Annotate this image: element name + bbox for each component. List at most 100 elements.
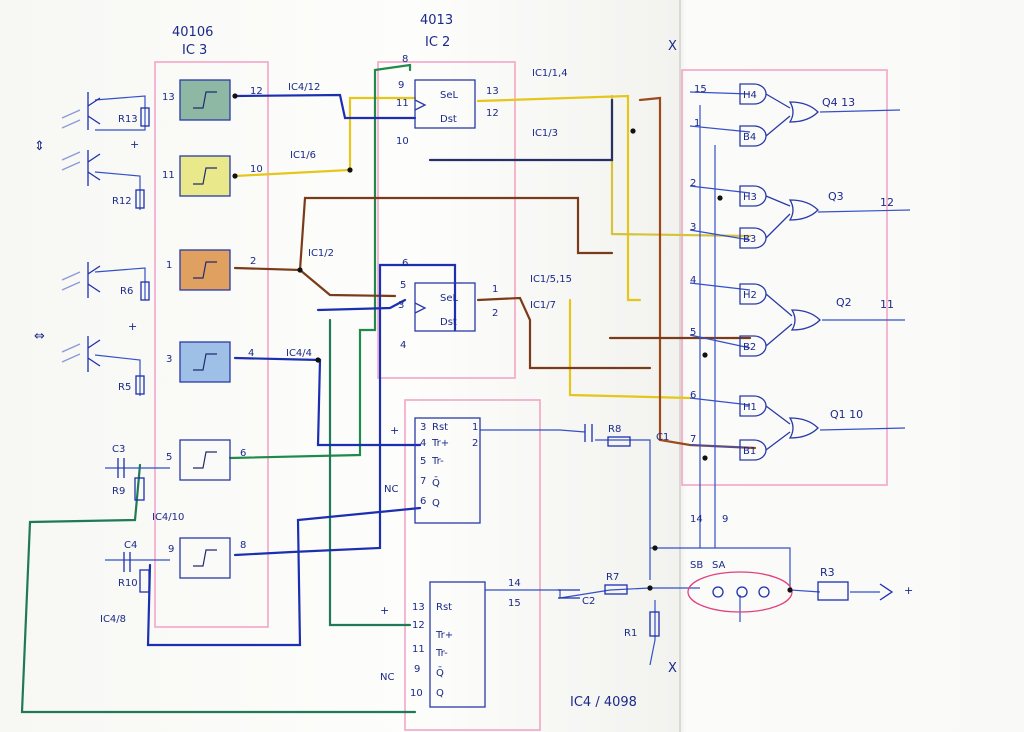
wire-blue-4 bbox=[146, 506, 422, 647]
gate-label: B2 bbox=[743, 342, 756, 353]
monoflop-bottom bbox=[429, 581, 486, 708]
net-label: IC1/7 bbox=[530, 300, 556, 311]
net-label: IC4/4 bbox=[286, 348, 312, 359]
phototransistor-1 bbox=[87, 92, 101, 130]
pin-label: 9 bbox=[722, 514, 728, 525]
ic4-outline bbox=[404, 399, 541, 731]
wire-green-1 bbox=[228, 63, 412, 460]
light-rays-icon bbox=[61, 109, 81, 363]
pin-label: 2 bbox=[690, 178, 696, 189]
pin-label: 7 bbox=[690, 434, 696, 445]
junction-dot bbox=[630, 128, 636, 134]
hysteresis-icon bbox=[193, 451, 217, 469]
capacitor-c4 bbox=[123, 552, 131, 572]
output-label: Q3 bbox=[828, 190, 844, 203]
phototransistor-4 bbox=[87, 336, 101, 372]
wire-green-2 bbox=[20, 463, 417, 714]
resistor-r6 bbox=[140, 281, 150, 301]
pin-label: 2 bbox=[492, 308, 498, 319]
pin-label: 6 bbox=[690, 390, 696, 401]
pin-label: 7 bbox=[420, 476, 426, 487]
capacitor-c2 bbox=[558, 589, 580, 599]
marker-x: X bbox=[668, 39, 677, 54]
or-gate-q4 bbox=[788, 101, 819, 123]
monoflop-top bbox=[414, 417, 481, 524]
junction-dot bbox=[232, 173, 238, 179]
wire-blue-3 bbox=[316, 298, 407, 312]
pin-label: 5 bbox=[400, 280, 406, 291]
ic4-label: Q bbox=[436, 688, 444, 699]
ic4-label: Tr- bbox=[435, 648, 448, 659]
net-label: IC1/2 bbox=[308, 248, 334, 259]
wire-ink-13 bbox=[649, 600, 656, 666]
pin-label: 6 bbox=[402, 258, 408, 269]
pin-label: 8 bbox=[402, 54, 408, 65]
pin-label: 15 bbox=[508, 598, 521, 609]
switch-label: SB bbox=[690, 560, 703, 571]
pin-label: 12 bbox=[412, 620, 425, 631]
ff-label: SeL bbox=[440, 293, 459, 304]
component-label: C3 bbox=[112, 444, 125, 455]
ic2-part-label: 4013 bbox=[420, 13, 453, 28]
pin-label: 4 bbox=[248, 348, 254, 359]
pin-label: 9 bbox=[414, 664, 420, 675]
junction-dot bbox=[652, 545, 658, 551]
ic4-label: Tr- bbox=[431, 456, 444, 467]
and-gate-b3 bbox=[739, 227, 767, 249]
wire-ink-11 bbox=[689, 91, 751, 449]
schmitt-1 bbox=[179, 79, 231, 121]
resistor-r8 bbox=[607, 436, 631, 447]
and-gate-b2 bbox=[739, 335, 767, 357]
wire-yellow-2 bbox=[476, 94, 642, 302]
wire-brown-1 bbox=[233, 196, 614, 272]
pin-label: 10 bbox=[250, 164, 263, 175]
ff-label: Dst bbox=[440, 317, 457, 328]
nc-marker: NC bbox=[384, 484, 398, 495]
net-label: IC1/3 bbox=[532, 128, 558, 139]
hysteresis-icon bbox=[193, 167, 217, 185]
wire-ink-7 bbox=[650, 547, 821, 593]
clock-icon bbox=[414, 99, 427, 111]
gate-interconnect bbox=[765, 93, 793, 451]
pin-label: 12 bbox=[250, 86, 263, 97]
ic4-label: Q̄ bbox=[432, 476, 440, 489]
and-gate-h4 bbox=[739, 83, 767, 105]
nc-marker: NC bbox=[380, 672, 394, 683]
wire-ink-10 bbox=[699, 105, 716, 548]
component-label: R8 bbox=[608, 424, 621, 435]
wire-ink-1 bbox=[94, 95, 146, 131]
flipflop-top bbox=[414, 79, 476, 129]
ic2-name-label: IC 2 bbox=[425, 35, 450, 50]
ic4-label: Tr+ bbox=[431, 438, 449, 449]
plus-marker: + bbox=[904, 584, 913, 597]
and-gate-h2 bbox=[739, 283, 767, 305]
pin-label: 11 bbox=[396, 98, 409, 109]
pin-label: 5 bbox=[166, 452, 172, 463]
junction-dot bbox=[647, 585, 653, 591]
wire-blue-1 bbox=[233, 93, 417, 120]
pin-label: 13 bbox=[412, 602, 425, 613]
marker-x: X bbox=[668, 661, 677, 676]
switch-contact bbox=[736, 586, 748, 598]
net-label: IC4/12 bbox=[288, 82, 320, 93]
pin-label: 12 bbox=[486, 108, 499, 119]
pin-label: 4 bbox=[420, 438, 426, 449]
component-label: R3 bbox=[820, 566, 835, 579]
resistor-r13 bbox=[140, 107, 150, 127]
switch-highlight bbox=[687, 571, 793, 613]
output-label: Q1 10 bbox=[830, 408, 863, 421]
plus-marker: + bbox=[130, 138, 139, 151]
gate-label: H4 bbox=[743, 90, 757, 101]
wire-brown-4 bbox=[476, 296, 652, 370]
wire-ink-2 bbox=[94, 171, 141, 210]
and-gate-h3 bbox=[739, 185, 767, 207]
relay-r3 bbox=[817, 581, 849, 601]
or-gate-q1 bbox=[788, 417, 819, 439]
schmitt-5 bbox=[179, 439, 231, 481]
ic3-outline bbox=[154, 61, 269, 628]
gate-label: B1 bbox=[743, 446, 756, 457]
or-gate-q2 bbox=[790, 309, 821, 331]
switch-contact bbox=[758, 586, 770, 598]
capacitor-c1 bbox=[584, 424, 593, 442]
net-label: IC4/8 bbox=[100, 614, 126, 625]
